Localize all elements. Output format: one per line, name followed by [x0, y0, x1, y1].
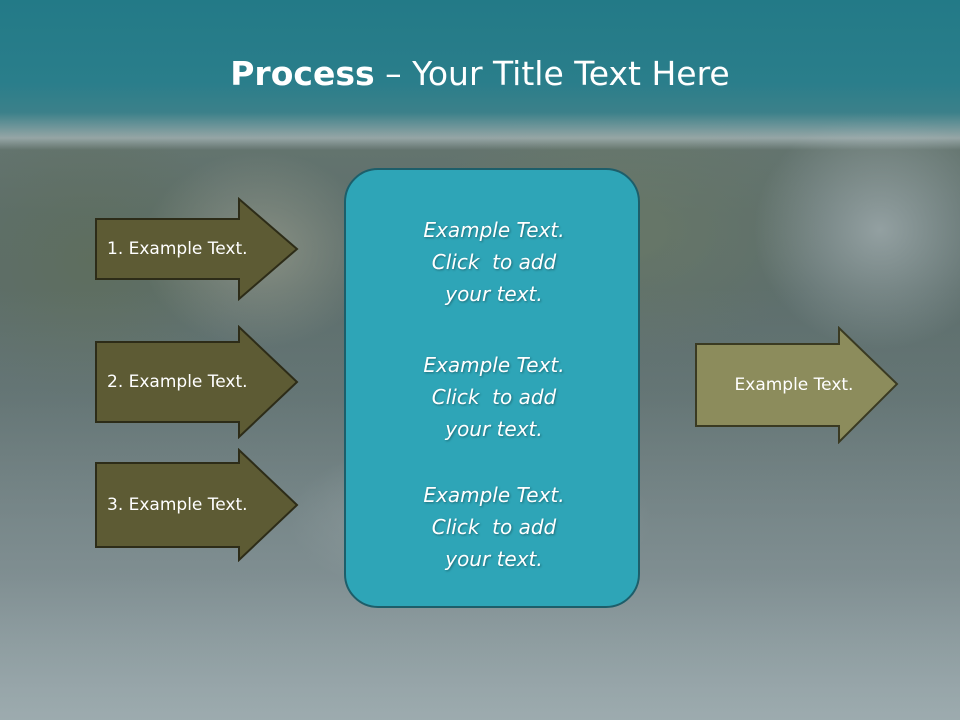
center-text-line: your text.	[445, 547, 543, 571]
title-bar	[0, 0, 960, 150]
center-process-box[interactable]: Example Text. Click to add your text. Ex…	[344, 168, 640, 608]
center-text-line: Example Text.	[423, 483, 565, 507]
center-text-block-3[interactable]: Example Text. Click to add your text.	[346, 479, 642, 575]
input-arrow-2-label: 2. Example Text.	[107, 372, 248, 392]
center-text-line: Click to add	[431, 515, 557, 539]
center-text-line: Click to add	[431, 250, 557, 274]
input-arrow-1[interactable]: 1. Example Text.	[94, 197, 300, 301]
center-text-line: your text.	[445, 282, 543, 306]
arrow-shape	[95, 325, 299, 439]
input-arrow-1-label: 1. Example Text.	[107, 239, 248, 259]
center-text-line: Example Text.	[423, 353, 565, 377]
center-text-block-2[interactable]: Example Text. Click to add your text.	[346, 349, 642, 445]
input-arrow-3-label: 3. Example Text.	[107, 495, 248, 515]
title-rest: – Your Title Text Here	[374, 54, 730, 93]
arrow-shape	[95, 197, 299, 301]
slide-title[interactable]: Process – Your Title Text Here	[0, 50, 960, 98]
output-arrow-label: Example Text.	[734, 375, 854, 395]
center-text-line: your text.	[445, 417, 543, 441]
output-arrow[interactable]: Example Text.	[694, 326, 900, 444]
center-text-line: Click to add	[431, 385, 557, 409]
center-text-line: Example Text.	[423, 218, 565, 242]
title-strong: Process	[230, 54, 375, 93]
arrow-shape	[95, 448, 299, 562]
input-arrow-3[interactable]: 3. Example Text.	[94, 448, 300, 562]
input-arrow-2[interactable]: 2. Example Text.	[94, 325, 300, 439]
center-text-block-1[interactable]: Example Text. Click to add your text.	[346, 214, 642, 310]
arrow-shape	[695, 326, 899, 444]
